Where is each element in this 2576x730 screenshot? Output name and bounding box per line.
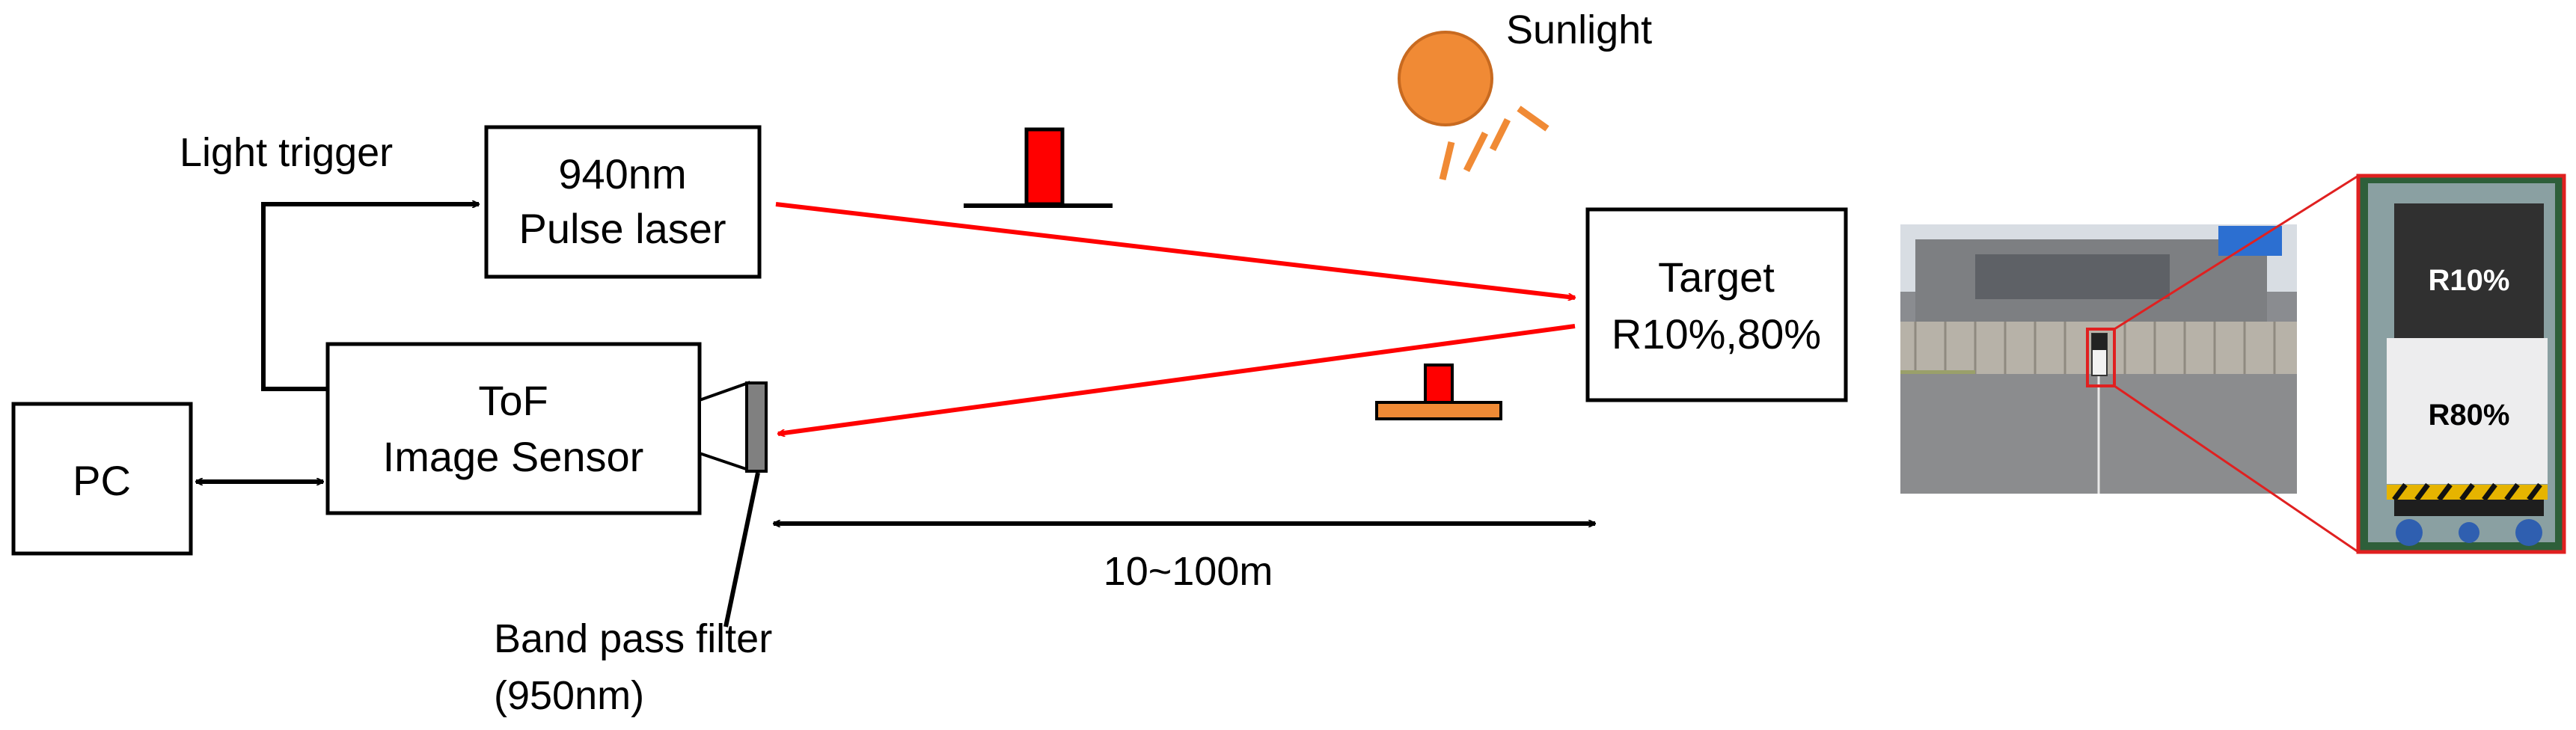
- target-label-line1: Target: [1658, 254, 1775, 301]
- pc-label: PC: [73, 457, 131, 504]
- closeup-label-r80: R80%: [2429, 399, 2510, 432]
- light-trigger-line: [261, 204, 479, 391]
- zoom-line-bottom: [2114, 384, 2359, 553]
- target-label-line2: R10%,80%: [1612, 310, 1821, 358]
- laser-label-line2: Pulse laser: [518, 205, 726, 252]
- tof-label-line2: Image Sensor: [383, 433, 644, 480]
- reflected-laser-beam: [778, 324, 1576, 434]
- emitted-laser-beam: [775, 202, 1575, 298]
- distance-label: 10~100m: [1104, 549, 1273, 594]
- laser-label-line1: 940nm: [558, 150, 686, 197]
- reflected-pulse-icon: [1375, 364, 1502, 420]
- band-pass-filter: [698, 381, 768, 628]
- sunlight-label: Sunlight: [1506, 7, 1652, 52]
- field-photo: [1900, 224, 2297, 494]
- target-closeup-photo: R10% R80%: [2356, 174, 2566, 554]
- tof-sensor-box: ToF Image Sensor: [325, 342, 702, 515]
- tof-label-line1: ToF: [478, 377, 548, 424]
- sun-icon: [1398, 31, 1549, 181]
- filter-label-line1: Band pass filter: [494, 616, 772, 661]
- filter-label-line2: (950nm): [494, 673, 644, 718]
- light-trigger-label: Light trigger: [180, 130, 393, 175]
- emitted-pulse-icon: [964, 127, 1113, 208]
- target-box: Target R10%,80%: [1585, 207, 1848, 402]
- pc-box: PC: [11, 402, 193, 556]
- zoom-line-top: [2114, 174, 2359, 331]
- closeup-label-r10: R10%: [2429, 264, 2510, 297]
- pulse-laser-box: 940nm Pulse laser: [484, 125, 762, 279]
